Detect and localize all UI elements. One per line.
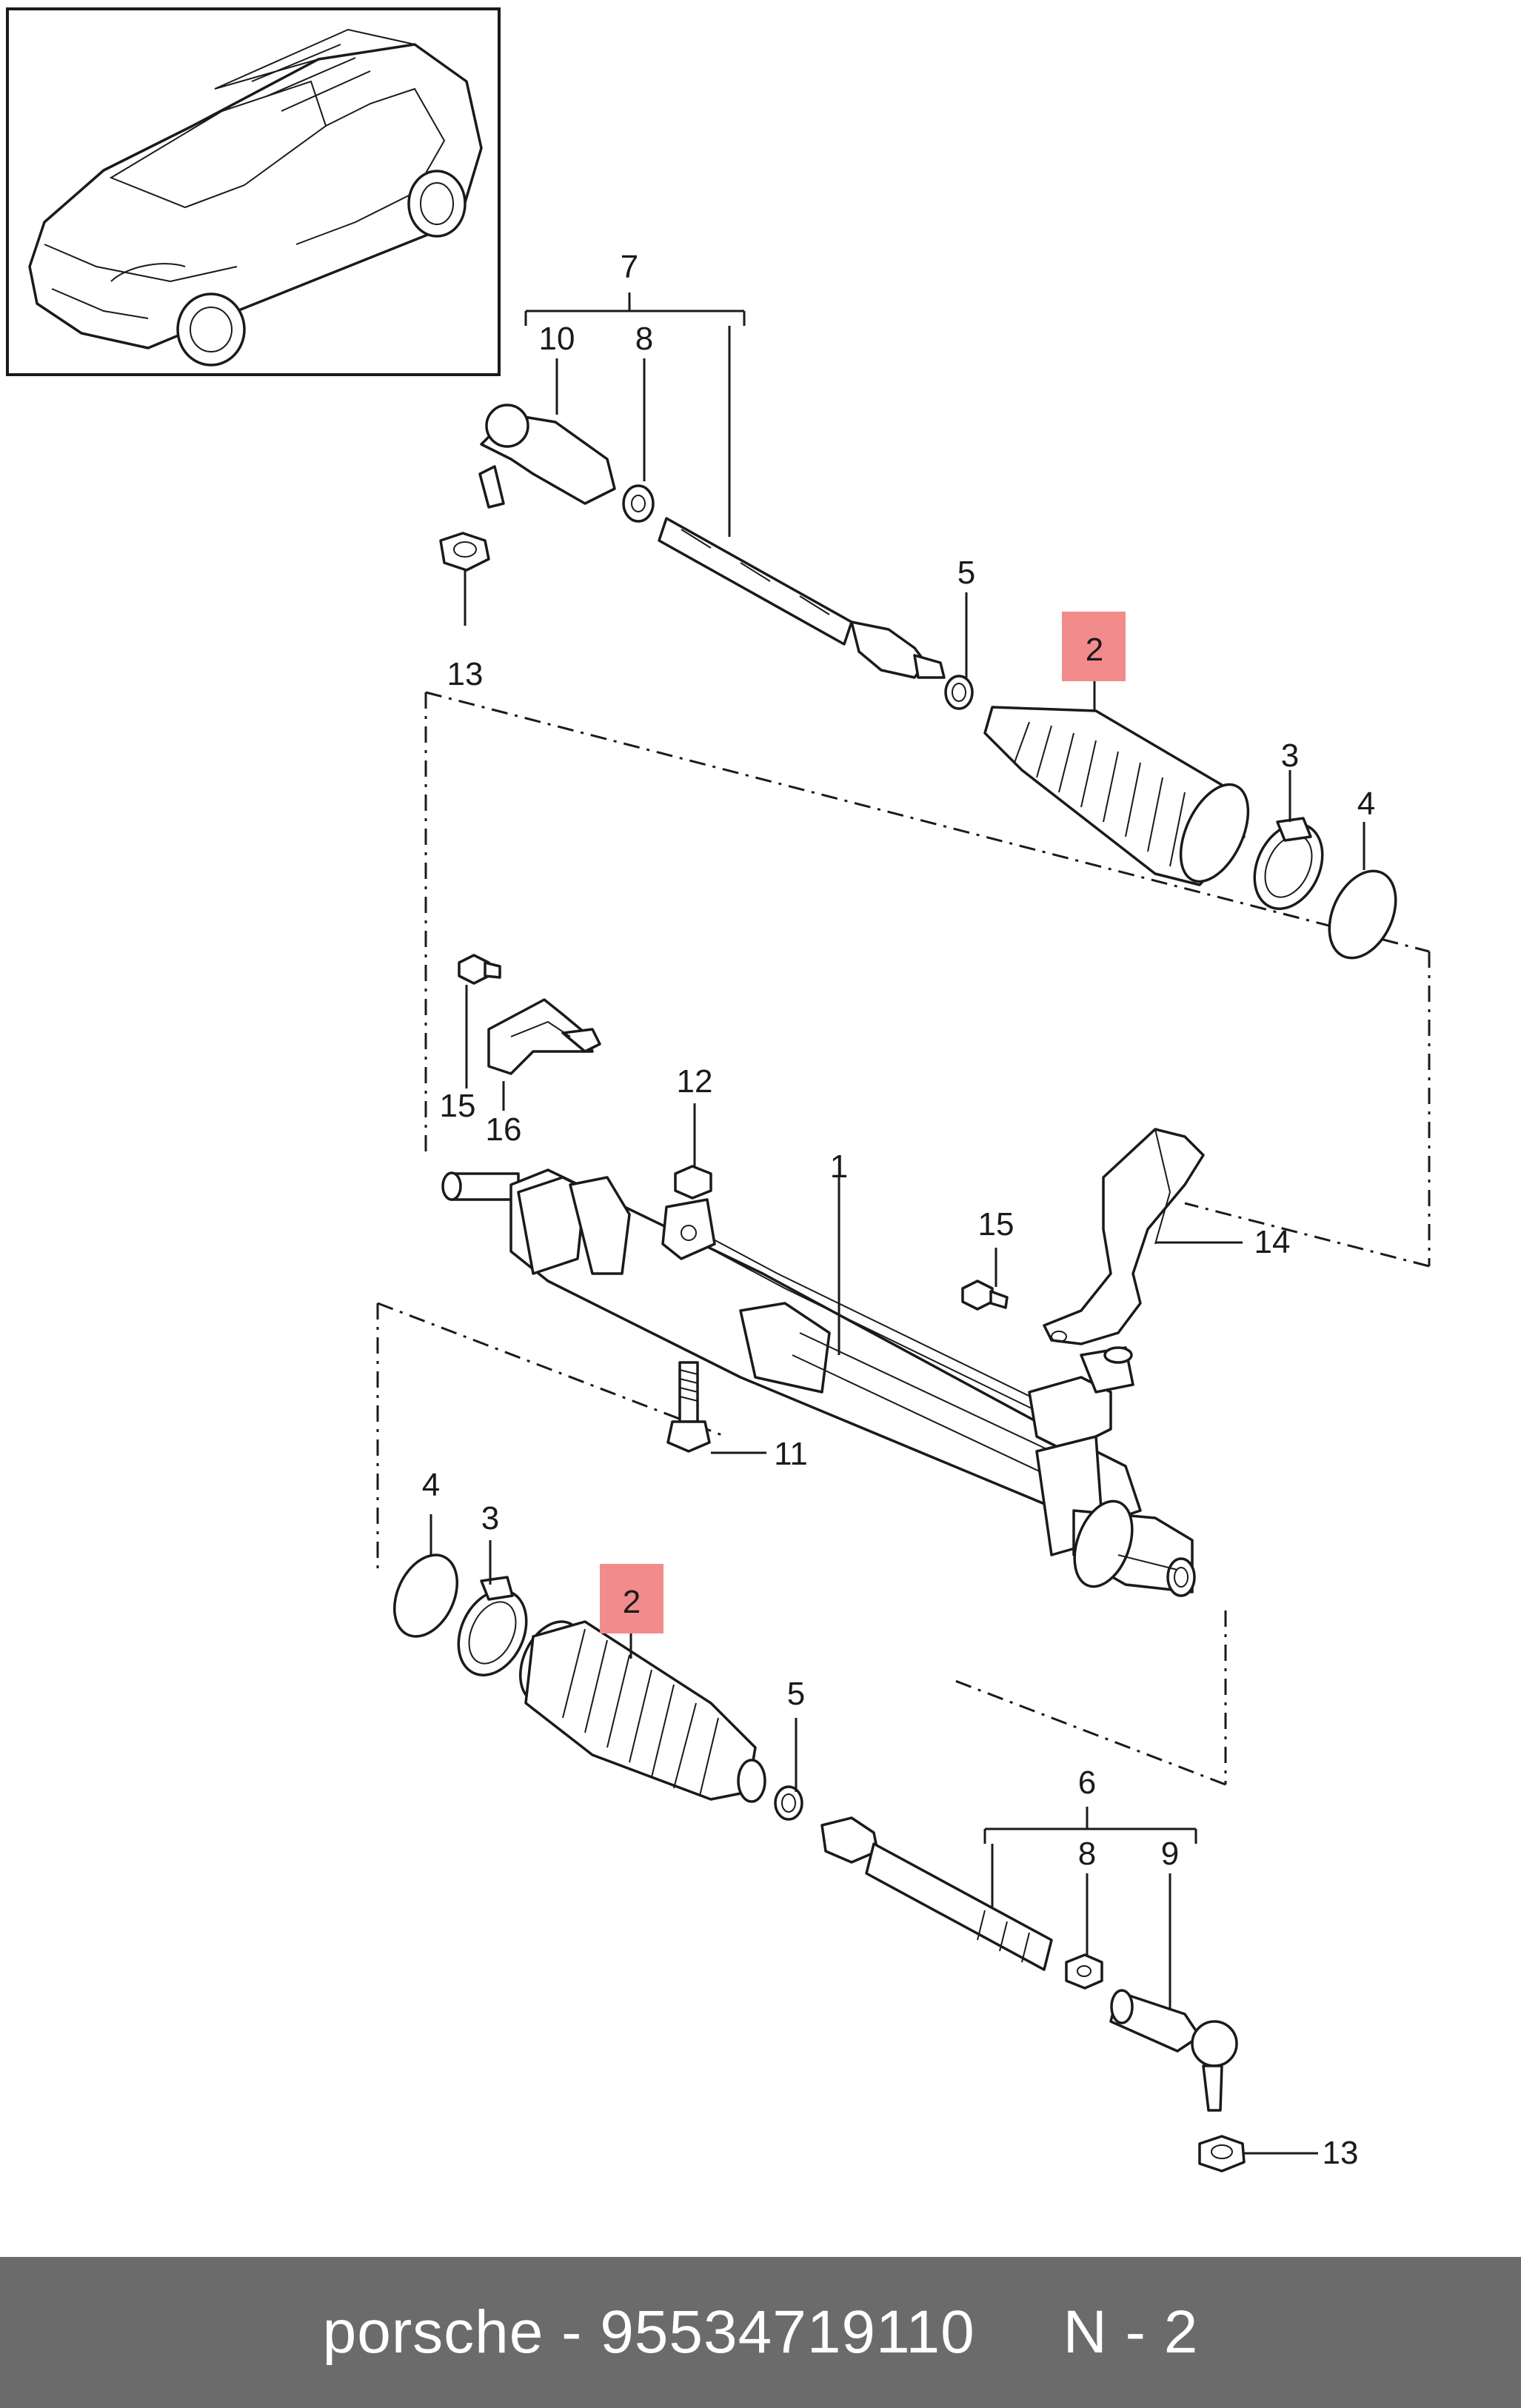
callout-3-upper: 3 bbox=[1281, 738, 1299, 774]
bolt-15-upper bbox=[458, 954, 501, 985]
o-ring-4-upper bbox=[1328, 869, 1397, 960]
o-ring-4-lower bbox=[392, 1554, 459, 1638]
heat-shield-14 bbox=[1043, 1128, 1205, 1345]
bolt-15-mid bbox=[961, 1280, 1009, 1311]
callout-7: 7 bbox=[621, 249, 638, 285]
callout-2-lower: 2 bbox=[623, 1584, 641, 1620]
nut-8-lower bbox=[1065, 1953, 1103, 1990]
nut-12 bbox=[674, 1165, 712, 1200]
callout-labels: 7 10 8 13 5 2 3 4 15 16 12 1 15 14 11 4 … bbox=[422, 249, 1375, 2171]
steering-rack bbox=[441, 1168, 1196, 1597]
leader-lines bbox=[429, 292, 1365, 2155]
bracket-16 bbox=[487, 998, 601, 1075]
callout-2-upper: 2 bbox=[1086, 632, 1103, 668]
callout-5-upper: 5 bbox=[957, 555, 975, 591]
callout-15-upper: 15 bbox=[440, 1088, 476, 1124]
callout-4-lower: 4 bbox=[422, 1467, 440, 1503]
callout-3-lower: 3 bbox=[481, 1500, 499, 1536]
callout-14: 14 bbox=[1254, 1224, 1291, 1260]
assembly-frame-upper bbox=[424, 691, 1431, 1268]
clamp-5-lower bbox=[774, 1785, 803, 1821]
assembly-frame-lower bbox=[376, 1302, 1227, 1786]
footer-bar: porsche - 95534719110 N - 2 bbox=[0, 2257, 1521, 2408]
callout-13-upper: 13 bbox=[447, 656, 484, 692]
boot-2-lower bbox=[518, 1620, 766, 1803]
callout-9: 9 bbox=[1161, 1836, 1179, 1872]
inner-tie-rod-lower bbox=[820, 1816, 1053, 1971]
boot-2-upper bbox=[983, 706, 1250, 886]
clamp-3-upper bbox=[1253, 817, 1324, 910]
callout-8-lower: 8 bbox=[1078, 1836, 1096, 1872]
bolt-11 bbox=[666, 1361, 711, 1453]
callout-5-lower: 5 bbox=[787, 1676, 805, 1712]
callout-6: 6 bbox=[1078, 1765, 1096, 1801]
callout-15-mid: 15 bbox=[978, 1206, 1014, 1243]
nut-13-lower bbox=[1198, 2135, 1246, 2173]
callout-1: 1 bbox=[830, 1148, 848, 1185]
callout-16: 16 bbox=[486, 1111, 522, 1148]
callout-10: 10 bbox=[539, 321, 575, 357]
clamp-5-upper bbox=[944, 675, 974, 710]
footer-caption: porsche - 95534719110 N - 2 bbox=[322, 2298, 1199, 2366]
highlight-box-upper bbox=[1062, 612, 1126, 681]
callout-12: 12 bbox=[677, 1063, 713, 1100]
tie-rod-end-upper bbox=[478, 404, 655, 523]
callout-13-lower: 13 bbox=[1323, 2135, 1359, 2171]
nut-13-upper bbox=[439, 532, 490, 572]
inner-tie-rod-upper bbox=[658, 517, 946, 679]
vehicle-thumbnail bbox=[6, 7, 501, 376]
callout-8-upper: 8 bbox=[635, 321, 653, 357]
tie-rod-end-lower bbox=[1109, 1989, 1238, 2112]
parts-diagram: 7 10 8 13 5 2 3 4 15 16 12 1 15 14 11 4 … bbox=[6, 7, 1431, 2173]
highlight-box-lower bbox=[600, 1564, 663, 1633]
callout-4-upper: 4 bbox=[1357, 786, 1375, 822]
callout-11: 11 bbox=[774, 1436, 808, 1472]
